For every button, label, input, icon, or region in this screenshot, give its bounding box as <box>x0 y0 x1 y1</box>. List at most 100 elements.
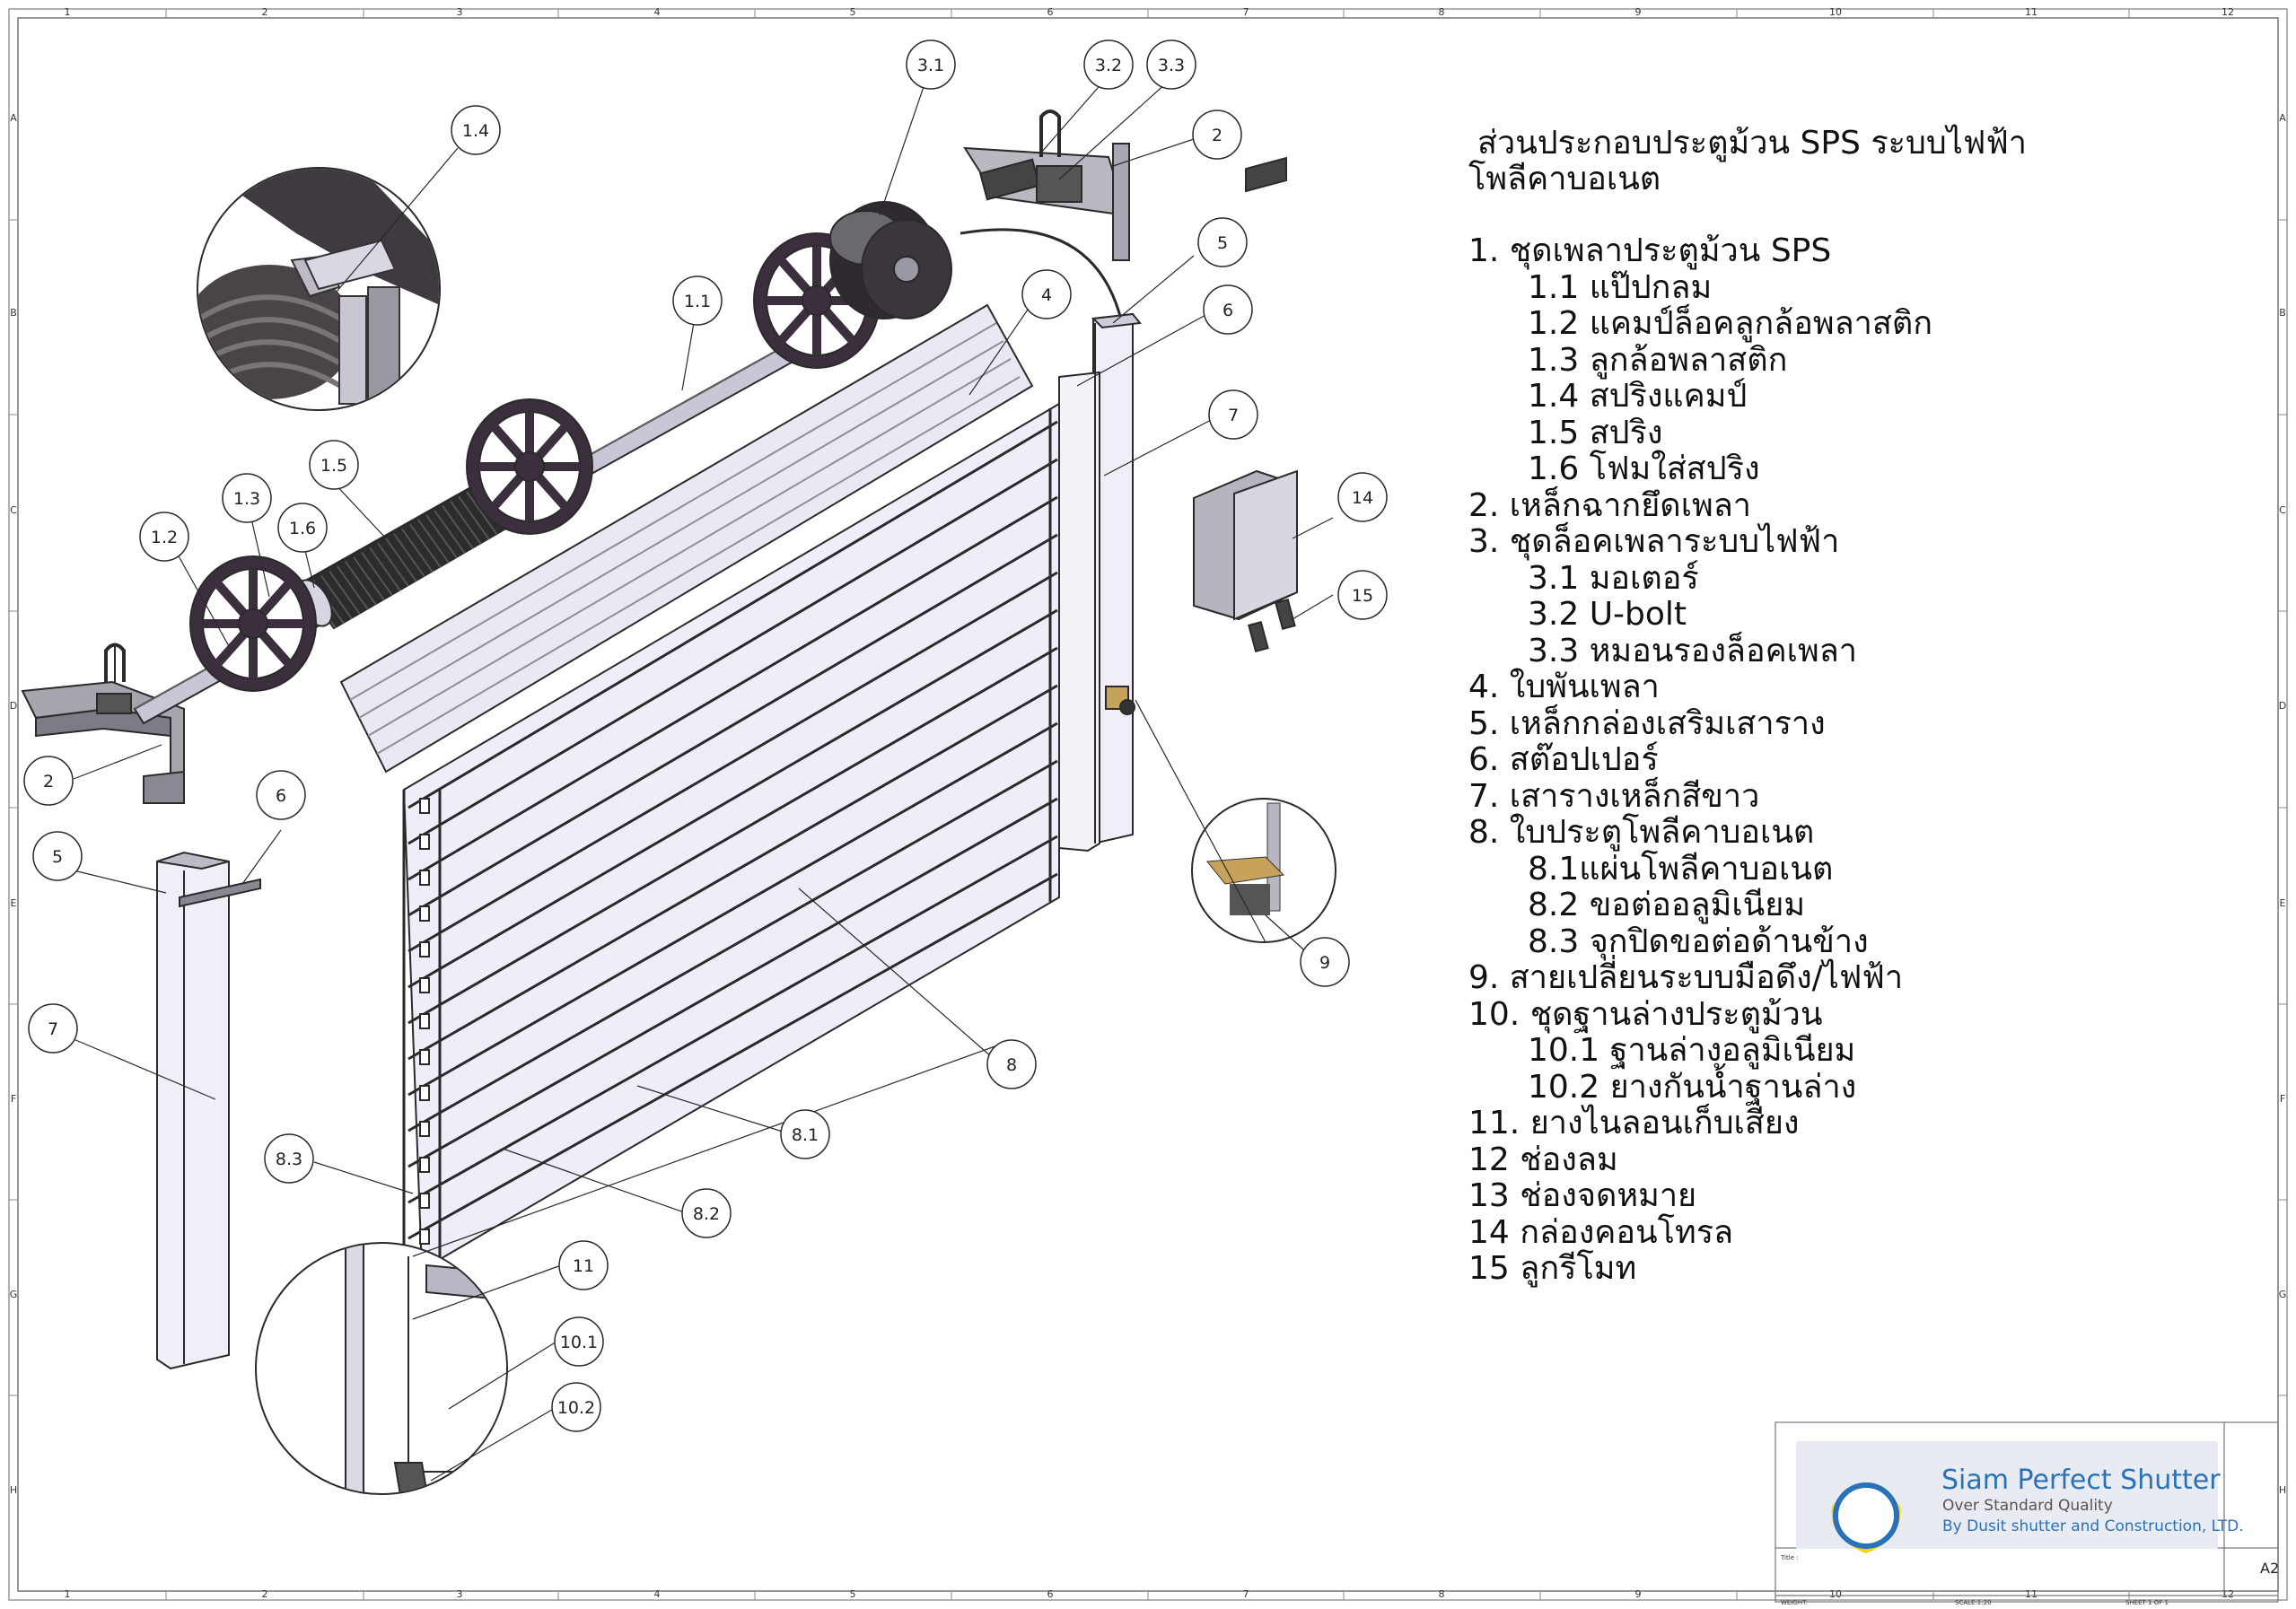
balloon-circle <box>1197 217 1248 267</box>
parts-list-item: 2. เหล็กฉากยึดเพลา <box>1468 486 1751 524</box>
balloon-label: 15 <box>1352 586 1373 606</box>
left-rail <box>156 851 261 1370</box>
detail-spring-clamp <box>197 167 441 411</box>
grid-row-label: H <box>10 1484 17 1496</box>
callout-balloon-4: 4 <box>1021 269 1072 319</box>
callout-balloon-8-1: 8.1 <box>780 1109 830 1159</box>
grid-column-label: 3 <box>457 6 463 18</box>
grid-column-label: 5 <box>850 1588 856 1600</box>
balloon-label: 6 <box>276 786 286 806</box>
balloon-circle <box>1208 389 1258 440</box>
shaft-assembly <box>21 201 952 804</box>
sps-logo-icon <box>1831 1482 1901 1553</box>
balloon-label: 4 <box>1041 285 1052 305</box>
parts-list-item: 3.1 มอเตอร์ <box>1528 559 1699 597</box>
grid-row-label: A <box>2279 112 2286 124</box>
callout-balloon-3-2: 3.2 <box>1083 39 1134 90</box>
parts-list-item: 1.2 แคมป์ล็อคลูกล้อพลาสติก <box>1528 305 1933 342</box>
control-box <box>1193 156 1298 621</box>
balloon-circle <box>1337 472 1388 522</box>
balloon-circle <box>681 1188 732 1238</box>
callout-balloon-11: 11 <box>558 1240 609 1290</box>
grid-row-label: H <box>2279 1484 2286 1496</box>
parts-list-item: 12 ช่องลม <box>1468 1141 1618 1178</box>
callout-balloon-1-6: 1.6 <box>277 503 328 553</box>
door-curtain <box>339 303 1060 1276</box>
grid-column-label: 1 <box>65 6 71 18</box>
right-parts <box>960 109 1298 853</box>
balloon-circle <box>558 1240 609 1290</box>
balloon-circle <box>554 1316 604 1367</box>
grid-row-label: D <box>10 700 17 712</box>
grid-column-label: 12 <box>2222 6 2234 18</box>
balloon-label: 6 <box>1222 301 1233 320</box>
balloon-circle <box>28 1003 78 1054</box>
balloon-circle <box>672 275 723 326</box>
grid-row-label: F <box>2280 1093 2285 1105</box>
company-tagline: Over Standard Quality <box>1942 1497 2113 1515</box>
grid-column-label: 10 <box>1829 6 1842 18</box>
parts-list-item: 1. ชุดเพลาประตูม้วน SPS <box>1468 232 1832 269</box>
parts-list-item: 7. เสารางเหล็กสีขาว <box>1468 777 1760 815</box>
parts-list-item: 8.2 ขอต่ออลูมิเนียม <box>1528 887 1806 923</box>
parts-list-item: 1.5 สปริง <box>1528 414 1663 451</box>
balloon-circle <box>139 512 189 562</box>
balloon-label: 8.2 <box>693 1204 720 1224</box>
wheel-2 <box>466 398 593 535</box>
parts-list-item: 1.4 สปริงแคมป์ <box>1528 378 1748 415</box>
balloon-label: 1.5 <box>320 456 347 476</box>
callout-balloon-14: 14 <box>1337 472 1388 522</box>
callout-balloon-1-3: 1.3 <box>222 473 272 523</box>
balloon-label: 8.3 <box>276 1150 302 1169</box>
callout-balloon-8-2: 8.2 <box>681 1188 732 1238</box>
balloon-label: 3.2 <box>1095 56 1122 75</box>
callout-balloon-3-3: 3.3 <box>1146 39 1196 90</box>
balloon-circle <box>906 39 956 90</box>
balloon-label: 7 <box>48 1019 58 1039</box>
balloon-label: 2 <box>1212 126 1222 145</box>
balloon-circle <box>1146 39 1196 90</box>
callout-balloon-8-3: 8.3 <box>264 1133 314 1184</box>
parts-list-item: 8.1แผ่นโพลีคาบอเนต <box>1528 850 1834 888</box>
grid-row-label: F <box>11 1093 16 1105</box>
wheel-1 <box>189 555 317 692</box>
balloon-circle <box>986 1039 1037 1089</box>
parts-list-item: 10.2 ยางกันน้ำฐานล่าง <box>1528 1068 1857 1106</box>
grid-column-label: 6 <box>1047 1588 1054 1600</box>
grid-row-label: E <box>2280 897 2286 909</box>
balloon-circle <box>1337 570 1388 620</box>
balloon-label: 11 <box>573 1256 594 1276</box>
parts-list-item: 1.1 แป๊ปกลม <box>1528 268 1713 306</box>
grid-row-label: C <box>2279 504 2286 516</box>
scale-label: SCALE:1:20 <box>1955 1599 1992 1606</box>
balloon-label: 10.1 <box>560 1333 598 1352</box>
balloon-label: 9 <box>1319 953 1330 973</box>
balloon-label: 5 <box>1217 233 1228 253</box>
callout-balloon-2-top: 2 <box>1192 109 1242 160</box>
balloon-label: 1.1 <box>684 292 711 311</box>
balloon-label: 3.3 <box>1158 56 1185 75</box>
balloon-circle <box>32 831 83 881</box>
grid-column-label: 8 <box>1439 1588 1445 1600</box>
balloon-circle <box>1203 284 1253 335</box>
grid-row-label: B <box>2279 307 2286 319</box>
grid-column-label: 7 <box>1243 6 1249 18</box>
grid-column-label: 4 <box>654 1588 661 1600</box>
callout-balloon-2-left: 2 <box>23 756 74 806</box>
parts-list: ส่วนประกอบประตูม้วน SPS ระบบไฟฟ้า โพลีคา… <box>1468 126 2258 1288</box>
parts-list-subtitle: โพลีคาบอเนต <box>1468 161 1661 197</box>
balloon-label: 1.4 <box>462 121 489 141</box>
callout-balloon-8: 8 <box>986 1039 1037 1089</box>
balloon-circle <box>309 440 359 490</box>
weight-label: WEIGHT: <box>1781 1599 1808 1606</box>
grid-column-label: 10 <box>1829 1588 1842 1600</box>
grid-row-label: C <box>10 504 17 516</box>
parts-list-item: 3.3 หมอนรองล็อคเพลา <box>1528 632 1857 669</box>
detail-cable-stop <box>1191 798 1336 943</box>
callout-balloon-5-right: 5 <box>1197 217 1248 267</box>
balloon-label: 3.1 <box>917 56 944 75</box>
grid-row-label: G <box>10 1289 18 1300</box>
